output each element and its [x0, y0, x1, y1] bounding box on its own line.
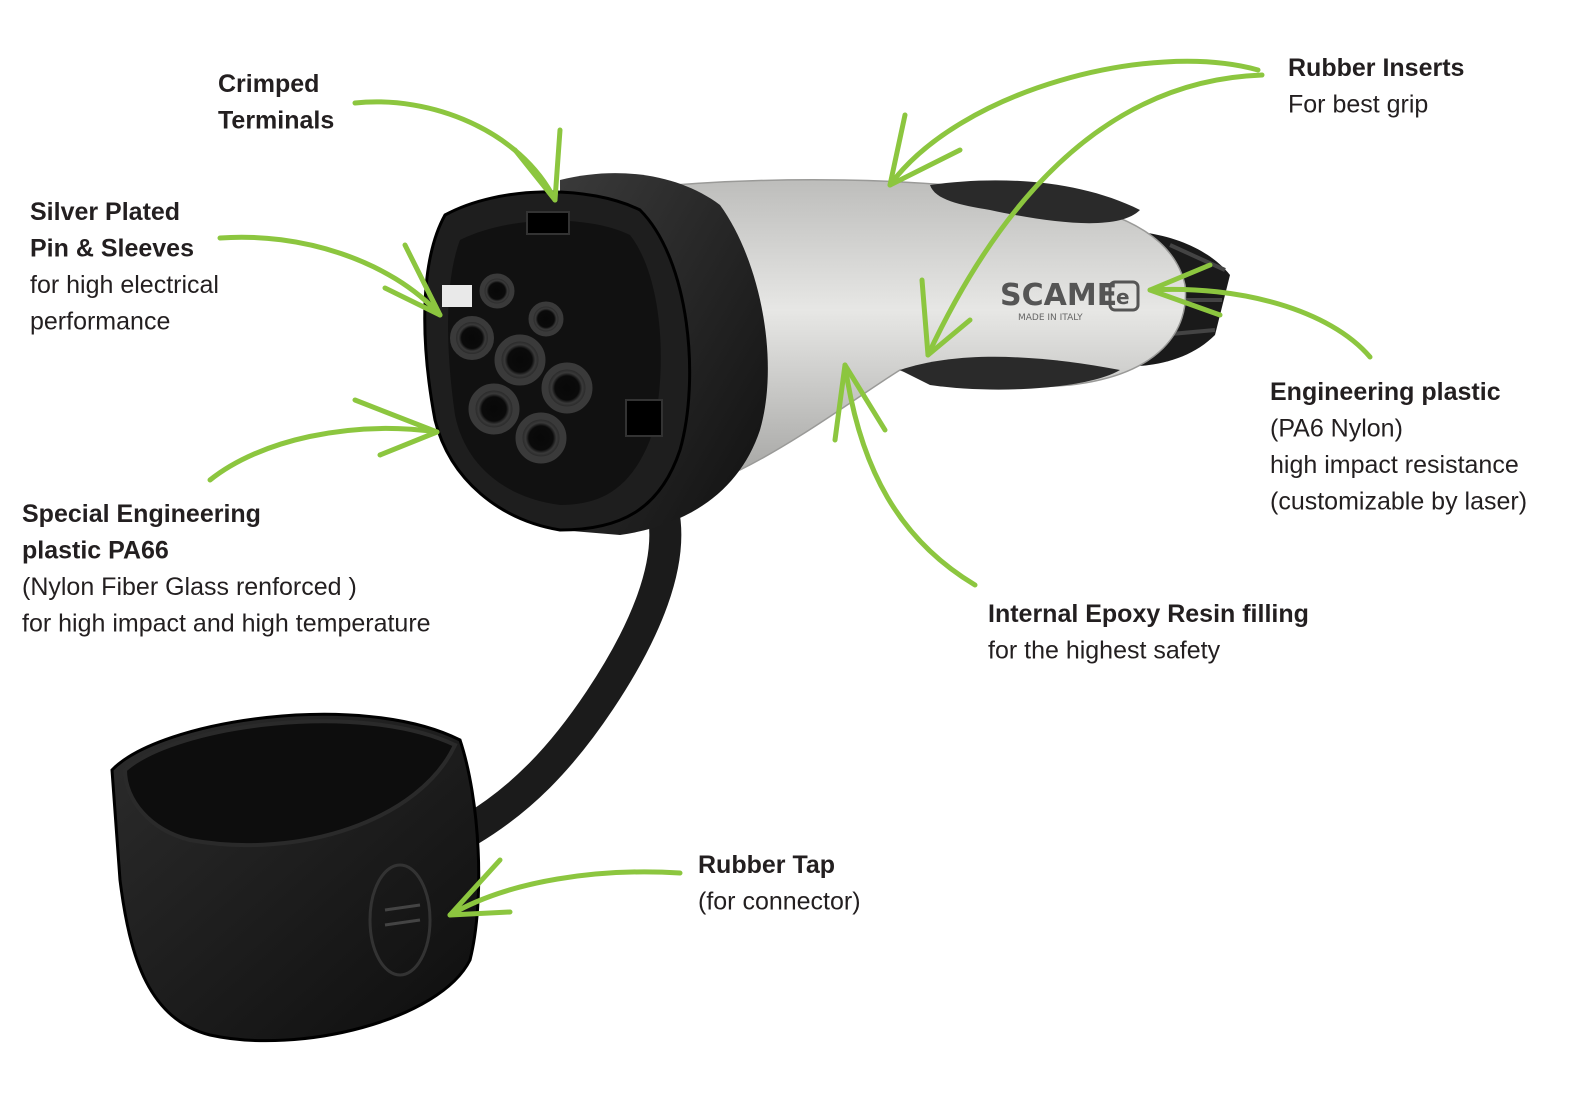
- callout-description: high impact resistance: [1270, 451, 1519, 479]
- arrow-inserts-2-shaft: [925, 72, 1265, 358]
- callout-title: Crimped: [218, 70, 319, 98]
- rubber-tap: [110, 712, 481, 1043]
- arrow-silver: [217, 234, 443, 318]
- arrow-eng-plastic-shaft: [1147, 286, 1373, 360]
- callout-title: Rubber Inserts: [1288, 54, 1464, 82]
- callout-title: Engineering plastic: [1270, 378, 1501, 406]
- callout-epoxy: Internal Epoxy Resin filling for the high…: [988, 600, 1309, 665]
- arrow-silver-head: [382, 242, 443, 318]
- arrow-eng-plastic: [1147, 262, 1373, 360]
- arrow-special: [207, 397, 440, 483]
- arrow-inserts-1: [887, 58, 1261, 188]
- arrow-epoxy-head: [832, 362, 888, 443]
- pin-hole: [528, 301, 564, 337]
- callout-description: (Nylon Fiber Glass renforced ): [22, 573, 357, 601]
- callout-description: (PA6 Nylon): [1270, 415, 1403, 443]
- callout-title: Internal Epoxy Resin filling: [988, 600, 1309, 628]
- callout-title: plastic PA66: [22, 537, 169, 565]
- arrow-crimped-shaft: [352, 99, 558, 203]
- pin-hole: [479, 273, 515, 309]
- arrow-tap-head: [447, 857, 513, 918]
- pin-hole: [515, 412, 567, 464]
- callout-description: (for connector): [698, 888, 861, 916]
- callout-description: for the highest safety: [988, 637, 1221, 665]
- callout-description: (customizable by laser): [1270, 488, 1527, 516]
- pin-holes: [450, 273, 593, 464]
- arrow-inserts-1-shaft: [887, 58, 1261, 188]
- callout-title: Special Engineering: [22, 500, 261, 528]
- top-slot: [526, 211, 570, 235]
- rubber-insert-top: [930, 180, 1140, 224]
- brand-logo-text: SCAME: [1000, 278, 1117, 313]
- arrow-silver-shaft: [217, 234, 443, 318]
- pin-hole: [541, 362, 593, 414]
- arrow-eng-plastic-head: [1147, 262, 1223, 318]
- callout-description: For best grip: [1288, 91, 1428, 119]
- callout-description: performance: [30, 308, 170, 336]
- callout-special: Special Engineering plastic PA66 (Nylon Fi…: [22, 500, 431, 638]
- callout-title: Rubber Tap: [698, 851, 835, 879]
- made-in-text: MADE IN ITALY: [1018, 313, 1083, 323]
- arrow-inserts-2: [919, 72, 1265, 358]
- pin-hole: [494, 334, 546, 386]
- side-slot: [625, 399, 663, 437]
- brand-logo: SCAME e MADE IN ITALY: [1000, 278, 1140, 323]
- arrow-crimped-head: [512, 127, 563, 203]
- brand-logo-badge: e: [1116, 285, 1130, 309]
- arrow-crimped: [352, 99, 563, 203]
- arrow-epoxy: [832, 362, 978, 588]
- callout-description: for high electrical: [30, 271, 219, 299]
- callout-title: Terminals: [218, 107, 334, 135]
- callout-eng-plastic: Engineering plastic (PA6 Nylon) high impac…: [1270, 378, 1527, 516]
- pin-hole: [450, 316, 494, 360]
- callout-description: for high impact and high temperature: [22, 610, 431, 638]
- pin-hole: [468, 383, 520, 435]
- arrow-inserts-1-head: [887, 112, 963, 188]
- arrow-epoxy-shaft: [842, 362, 978, 588]
- callout-arrows: [207, 58, 1373, 918]
- callout-tap: Rubber Tap (for connector): [698, 851, 861, 916]
- arrow-special-head: [352, 397, 440, 458]
- tether-strap: [454, 484, 682, 846]
- callout-title: Pin & Sleeves: [30, 235, 194, 263]
- callout-title: Silver Plated: [30, 198, 180, 226]
- arrow-special-shaft: [207, 426, 440, 483]
- arrow-tap: [447, 857, 683, 918]
- arrow-tap-shaft: [447, 869, 683, 918]
- rubber-insert-bottom: [900, 356, 1120, 390]
- arrow-inserts-2-head: [919, 277, 973, 358]
